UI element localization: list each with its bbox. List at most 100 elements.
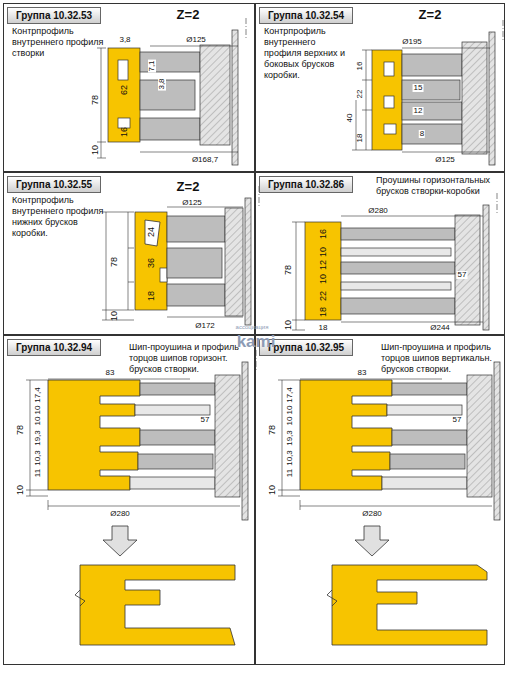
part	[392, 383, 467, 395]
dimension: 16	[120, 126, 129, 138]
description: Шип-проушина и профиль торцов шипов верт…	[381, 342, 501, 375]
dimension: 57	[200, 416, 211, 424]
part	[384, 124, 396, 134]
dim-line	[282, 380, 283, 496]
dimension: Ø244	[429, 324, 451, 332]
part	[140, 80, 195, 110]
part	[402, 102, 462, 120]
group-panel: Группа 10.32.86Проушины горизонтальных б…	[255, 172, 505, 335]
dimension: 83	[357, 369, 368, 377]
part	[167, 248, 222, 278]
part	[130, 477, 215, 489]
dim-line	[341, 322, 483, 323]
part	[384, 62, 394, 76]
part	[245, 198, 251, 325]
group-title: Группа 10.32.53	[7, 7, 101, 24]
part	[160, 268, 167, 282]
dim-line	[292, 320, 305, 321]
dimension: 22	[356, 89, 364, 100]
teeth-count: Z=2	[176, 8, 201, 21]
dim-line	[278, 496, 300, 497]
part	[167, 284, 225, 306]
dim-line	[356, 100, 357, 150]
dim-line	[48, 500, 49, 510]
part	[489, 32, 495, 165]
dim-line	[106, 212, 107, 320]
profile	[300, 380, 392, 490]
part	[387, 405, 462, 415]
dimension: Ø125	[181, 199, 203, 207]
part	[200, 45, 230, 145]
dim-line	[300, 379, 442, 380]
dim-line	[503, 20, 504, 42]
dim-line	[97, 48, 106, 49]
dim-line	[402, 48, 490, 49]
part	[140, 118, 200, 140]
dimension: 15	[413, 84, 424, 92]
dimension: 40	[346, 113, 354, 124]
group-panel: Группа 10.32.55Контрпрофиль внутреннего …	[3, 172, 255, 335]
description: Шип-проушина и профиль торцов шипов гори…	[129, 342, 249, 375]
part	[108, 48, 140, 142]
dimension: 78	[284, 264, 293, 276]
dim-line	[341, 216, 483, 217]
dimension: 78	[110, 256, 119, 268]
dim-line	[300, 500, 301, 510]
part	[118, 118, 130, 128]
profile	[332, 565, 487, 645]
part	[118, 60, 128, 80]
part	[467, 375, 492, 497]
part	[455, 215, 480, 325]
part	[140, 52, 200, 72]
dim-line	[101, 48, 102, 158]
part	[138, 454, 213, 469]
dim-line	[26, 490, 48, 491]
break-line	[327, 590, 337, 606]
break-line	[75, 590, 85, 606]
group-panel: Группа 10.32.95Шип-проушина и профиль то…	[255, 335, 505, 665]
dim-line	[497, 193, 498, 215]
description: Контрпрофиль внутреннего профиля нижних …	[12, 195, 107, 239]
dimension: 18	[318, 324, 329, 332]
part	[341, 282, 451, 290]
dimension: 10	[91, 144, 100, 156]
dim-line	[246, 18, 247, 40]
dim-line	[278, 490, 300, 491]
part	[483, 205, 489, 330]
profile	[48, 380, 140, 490]
dim-line	[128, 282, 134, 283]
profile	[355, 526, 389, 556]
teeth-count: Z=2	[176, 180, 201, 193]
dimension: 17,4	[286, 386, 294, 404]
dim-line	[352, 150, 372, 151]
part	[402, 80, 460, 100]
part	[140, 430, 215, 445]
part	[402, 54, 462, 76]
dim-line	[26, 380, 48, 381]
dimension: 10	[319, 246, 328, 258]
watermark: kami	[236, 333, 277, 350]
part	[384, 96, 394, 108]
description: Контрпрофиль внутреннего профиля створки	[12, 26, 107, 59]
part	[135, 405, 210, 415]
group-panel: Группа 10.32.94 Шип-проушина и профиль то…	[3, 335, 255, 665]
part	[242, 362, 248, 520]
dimension: 3,8	[118, 36, 131, 44]
dimension: 18	[319, 306, 328, 318]
dim-line	[102, 212, 134, 213]
dimension: 10	[16, 484, 25, 496]
part	[382, 477, 467, 489]
dimension: 36	[147, 257, 156, 269]
dim-line	[140, 152, 238, 153]
teeth-count: Z=2	[418, 8, 443, 21]
dimension: Ø195	[401, 38, 423, 46]
part	[305, 222, 341, 320]
dim-line	[362, 110, 372, 111]
part	[390, 454, 465, 469]
group-title: Группа 10.32.94	[7, 339, 101, 356]
part	[341, 262, 455, 274]
dimension: Ø280	[367, 207, 389, 215]
dim-line	[296, 222, 297, 330]
dimension: 12	[413, 107, 424, 115]
dim-line	[366, 50, 367, 150]
